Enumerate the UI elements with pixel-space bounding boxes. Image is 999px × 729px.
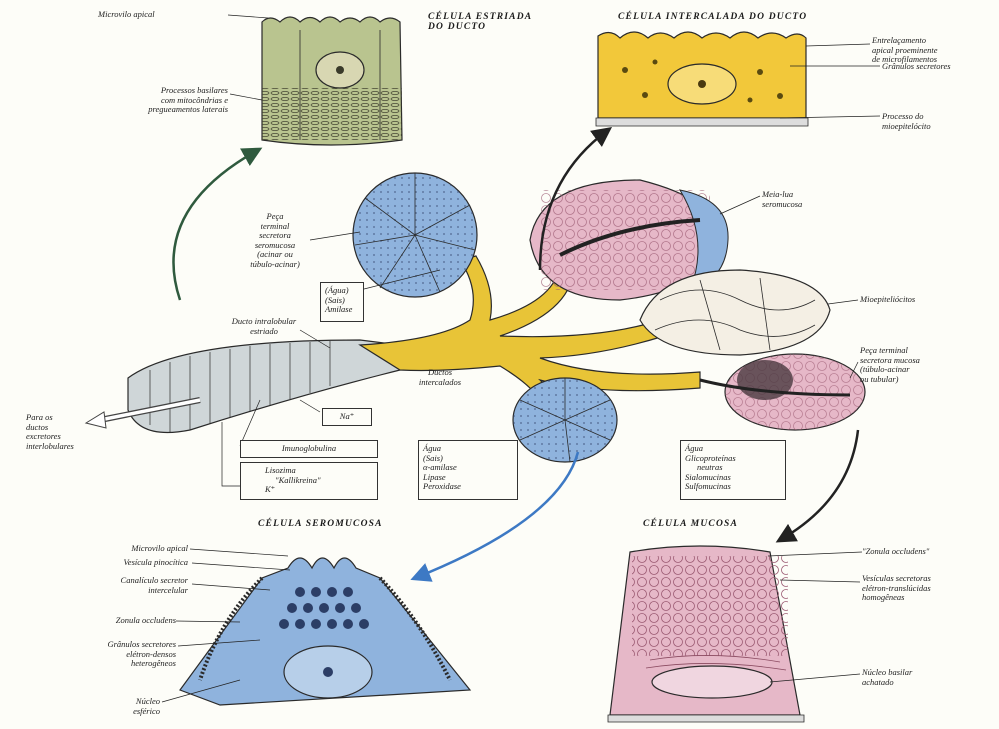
label-line: achatado xyxy=(862,678,912,688)
label-line: heterogêneos xyxy=(70,659,176,669)
label-sero-zonula: Zonula occludens xyxy=(70,616,176,626)
heading-mucous-cell: CÉLULA MUCOSA xyxy=(643,519,738,529)
label-sero-microvilo: Microvilo apical xyxy=(80,544,188,554)
label-line: homogêneas xyxy=(862,593,931,603)
box-immunoglobulin: Imunoglobulina xyxy=(240,440,378,458)
label-muc-vesicles: Vesículas secretoras elétron-translúcida… xyxy=(862,574,931,603)
label-sero-granules: Grânulos secretores elétron-densos heter… xyxy=(70,640,176,669)
label-striated-duct: Ducto intralobular estriado xyxy=(214,317,314,336)
label-demilune: Meia-lua seromucosa xyxy=(762,190,802,209)
label-excretory-ducts: Para os ductos excretores interlobulares xyxy=(26,413,74,451)
label-muc-zonula: "Zonula occludens" xyxy=(862,547,929,557)
label-line: intercalados xyxy=(405,378,475,388)
label-striated-microvilo: Microvilo apical xyxy=(98,10,155,20)
label-serous-endpiece: Peça terminal secretora seromucosa (acin… xyxy=(240,212,310,269)
heading-seromucous-cell: CÉLULA SEROMUCOSA xyxy=(258,519,383,529)
label-muc-nucleus: Núcleo basilar achatado xyxy=(862,668,912,687)
box-mucous-secretion: Água Glicoproteínas neutras Sialomucinas… xyxy=(680,440,786,500)
box-sodium: Na⁺ xyxy=(322,408,372,426)
heading-striated-cell: CÉLULA ESTRIADA DO DUCTO xyxy=(428,12,532,32)
label-mucous-endpiece: Peça terminal secretora mucosa (túbulo-a… xyxy=(860,346,920,384)
box-serous-secretion: Água (Sais) α-amilase Lipase Peroxidase xyxy=(418,440,518,500)
label-line: ou tubular) xyxy=(860,375,920,385)
label-line: mioepitelócito xyxy=(882,122,931,132)
heading-line: DO DUCTO xyxy=(428,22,532,32)
label-intercalated-ducts: Ductos intercalados xyxy=(405,368,475,387)
mucous-cell xyxy=(608,546,804,722)
box-lysozyme: Lisozima "Kallikreina" K⁺ xyxy=(240,462,378,500)
seromucous-cell xyxy=(180,558,470,705)
label-intercalated-myo: Processo do mioepitelócito xyxy=(882,112,931,131)
label-line: estriado xyxy=(214,327,314,337)
label-sero-pinocytic: Vesícula pinocítica xyxy=(80,558,188,568)
box-line: Sulfomucinas xyxy=(685,482,781,492)
intercalated-duct-cell xyxy=(596,32,808,126)
heading-line: CÉLULA ESTRIADA xyxy=(428,12,532,22)
label-line: intercelular xyxy=(80,586,188,596)
box-line: Amilase xyxy=(325,305,359,315)
label-line: interlobulares xyxy=(26,442,74,452)
heading-intercalated-cell: CÉLULA INTERCALADA DO DUCTO xyxy=(618,12,807,22)
label-line: esférico xyxy=(100,707,160,717)
striated-duct-cell xyxy=(262,17,402,145)
label-sero-canaliculus: Canalículo secretor intercelular xyxy=(80,576,188,595)
box-acinus-secretion: (Água) (Sais) Amilase xyxy=(320,282,364,322)
label-intercalated-granules: Grânulos secretores xyxy=(882,62,951,72)
label-sero-nucleus: Núcleo esférico xyxy=(100,697,160,716)
label-line: seromucosa xyxy=(762,200,802,210)
label-line: pregueamentos laterais xyxy=(70,105,228,115)
label-myoepithelial: Mioepiteliócitos xyxy=(860,295,915,305)
box-line: K⁺ xyxy=(245,485,373,495)
box-line: Peroxidase xyxy=(423,482,513,492)
label-line: túbulo-acinar) xyxy=(240,260,310,270)
label-striated-basal: Processos basilares com mitocôndrias e p… xyxy=(70,86,228,115)
